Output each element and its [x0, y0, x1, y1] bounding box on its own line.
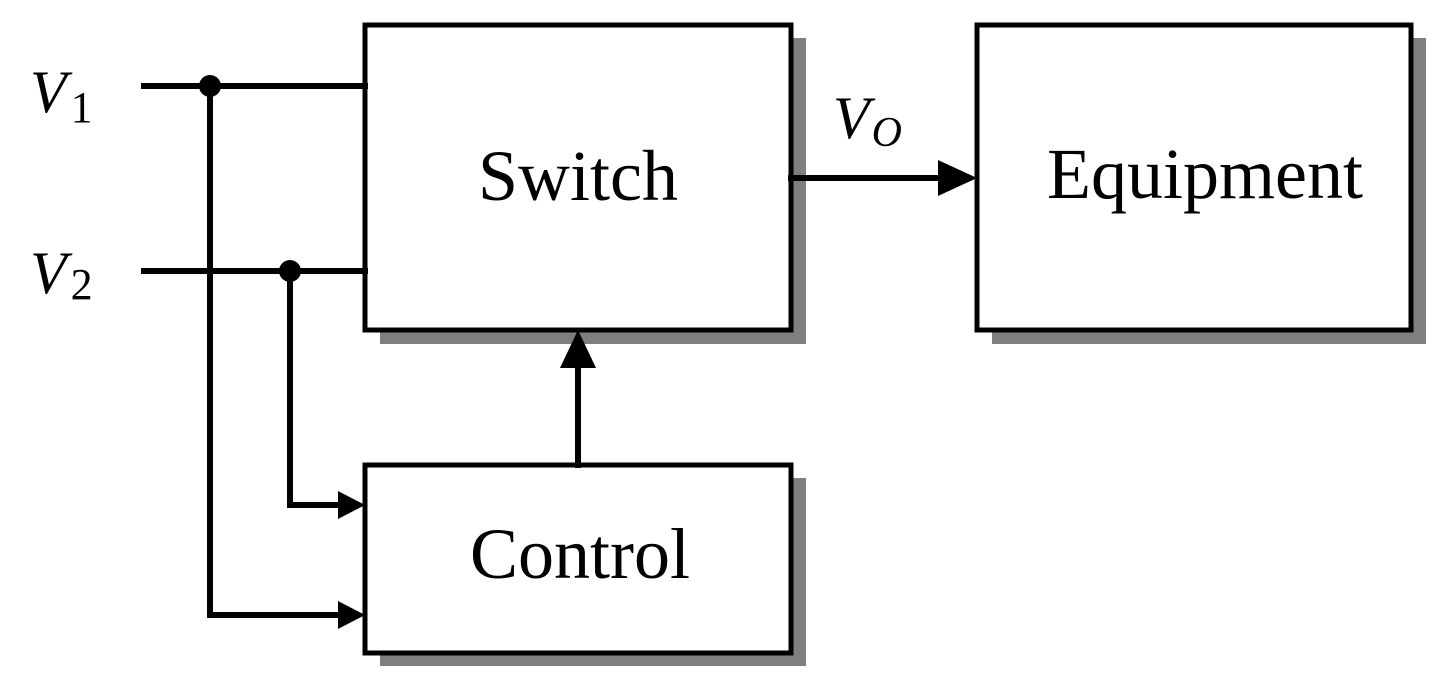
equipment-label: Equipment — [1047, 134, 1363, 214]
v1-to-control-line — [207, 83, 343, 618]
equipment-arrowhead — [938, 160, 977, 196]
v2-label: V2 — [30, 240, 93, 309]
control-switch-arrowhead — [560, 330, 596, 368]
v1-label: V1 — [30, 59, 93, 132]
control-label: Control — [470, 514, 690, 594]
v2-control-arrowhead — [338, 491, 365, 519]
equipment-box — [974, 22, 1414, 333]
v2-junction-dot — [279, 260, 301, 282]
switch-label: Switch — [478, 136, 678, 216]
v1-control-arrowhead — [338, 601, 365, 629]
v1-junction-dot — [199, 75, 221, 97]
control-box — [362, 462, 794, 656]
v2-to-control-line — [287, 268, 343, 508]
vo-label: VO — [833, 85, 902, 156]
